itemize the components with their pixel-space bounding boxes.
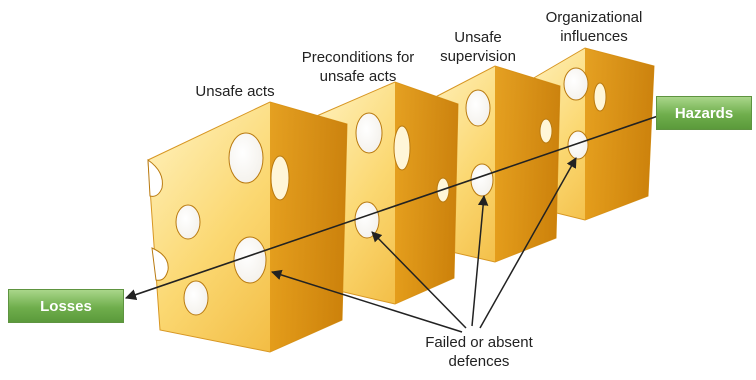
label-organizational-line1: Organizational — [524, 8, 664, 27]
label-preconditions: Preconditions for unsafe acts — [278, 48, 438, 86]
label-unsafe-acts: Unsafe acts — [180, 82, 290, 101]
label-failed-line1: Failed or absent — [404, 333, 554, 352]
label-preconditions-line2: unsafe acts — [278, 67, 438, 86]
hazards-box: Hazards — [656, 96, 752, 130]
losses-box-label: Losses — [40, 298, 92, 315]
hazards-box-label: Hazards — [675, 105, 733, 122]
losses-box: Losses — [8, 289, 124, 323]
label-failed-defences: Failed or absent defences — [404, 333, 554, 371]
slice-unsafe-acts — [148, 102, 347, 352]
label-failed-line2: defences — [404, 352, 554, 371]
label-organizational-influences: Organizational influences — [524, 8, 664, 46]
label-preconditions-line1: Preconditions for — [278, 48, 438, 67]
label-unsafe-acts-text: Unsafe acts — [180, 82, 290, 101]
label-supervision-line1: Unsafe — [418, 28, 538, 47]
label-organizational-line2: influences — [524, 27, 664, 46]
